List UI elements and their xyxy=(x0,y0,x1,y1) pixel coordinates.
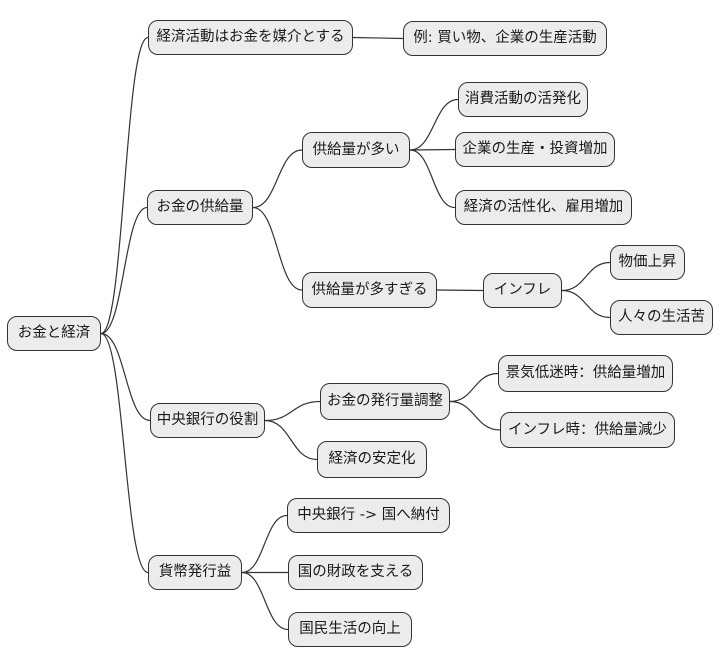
edge-adjust-to-inftime xyxy=(449,400,501,431)
node-supply: お金の供給量 xyxy=(147,190,253,225)
edge-mediate-to-example xyxy=(352,36,404,40)
node-invest: 企業の生産・投資増加 xyxy=(455,132,615,167)
edge-many-to-invest xyxy=(409,148,456,151)
node-life: 国民生活の向上 xyxy=(288,612,412,647)
edge-many-to-consume xyxy=(409,98,459,151)
node-hardship: 人々の生活苦 xyxy=(610,300,713,335)
node-price: 物価上昇 xyxy=(610,245,685,280)
node-example: 例: 買い物、企業の生産活動 xyxy=(403,21,607,56)
node-activate: 経済の活性化、雇用増加 xyxy=(455,190,632,225)
node-payment: 中央銀行 -> 国へ納付 xyxy=(287,498,450,533)
edge-root-to-seigniorage xyxy=(100,332,149,574)
edge-adjust-to-recession xyxy=(449,372,499,403)
edge-seigniorage-to-payment xyxy=(241,514,288,574)
edge-root-to-supply xyxy=(100,206,148,335)
node-inflation: インフレ xyxy=(483,273,562,308)
edge-root-to-centralbank xyxy=(100,332,151,422)
edge-centralbank-to-stable xyxy=(264,419,318,461)
node-root: お金と経済 xyxy=(7,316,101,351)
edge-seigniorage-to-life xyxy=(241,571,289,631)
edge-inflation-to-hardship xyxy=(561,289,611,319)
edge-inflation-to-price xyxy=(561,261,611,292)
node-recession: 景気低迷時：供給量増加 xyxy=(498,355,673,392)
edge-centralbank-to-adjust xyxy=(264,400,321,422)
node-mediate: 経済活動はお金を媒介とする xyxy=(148,20,353,55)
node-stable: 経済の安定化 xyxy=(317,441,427,478)
node-seigniorage: 貨幣発行益 xyxy=(148,555,242,590)
node-toomuch: 供給量が多すぎる xyxy=(302,272,437,308)
edge-supply-to-many xyxy=(252,149,303,209)
edge-many-to-activate xyxy=(409,149,456,209)
edge-toomuch-to-inflation xyxy=(436,289,484,292)
edge-supply-to-toomuch xyxy=(252,206,303,291)
node-centralbank: 中央銀行の役割 xyxy=(150,403,265,438)
node-consume: 消費活動の活発化 xyxy=(458,82,588,117)
node-adjust: お金の発行量調整 xyxy=(320,383,450,420)
node-inftime: インフレ時：供給量減少 xyxy=(500,412,675,448)
edge-root-to-mediate xyxy=(100,36,149,335)
node-many: 供給量が多い xyxy=(302,132,410,168)
node-finance: 国の財政を支える xyxy=(288,555,423,590)
